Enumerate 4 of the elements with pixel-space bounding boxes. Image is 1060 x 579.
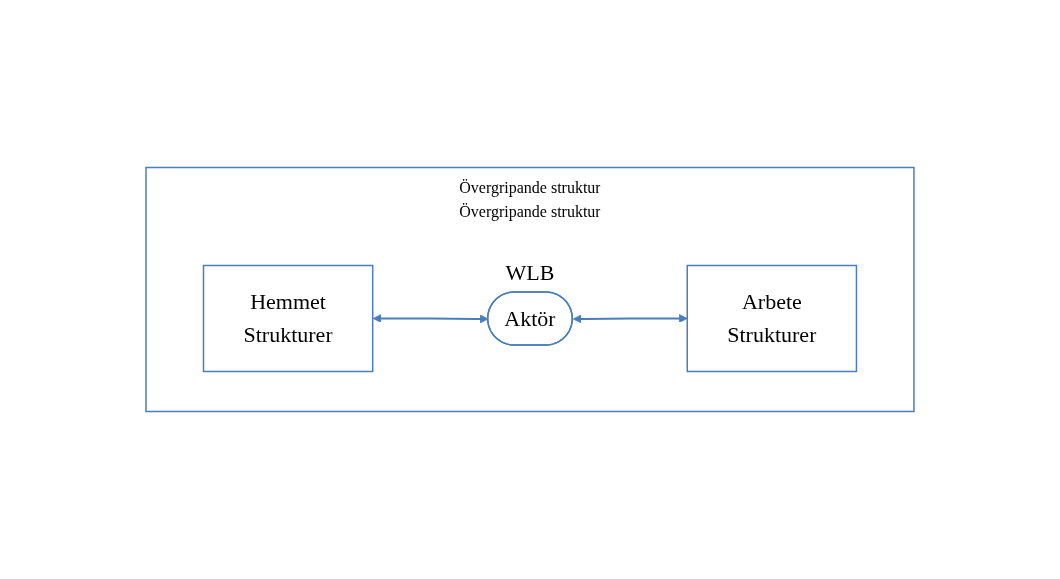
node-box: Hemmet Strukturer [202,264,374,373]
node-caption: WLB [505,260,555,285]
node-box: Arbete Strukturer [686,264,858,373]
arrow [572,314,688,324]
